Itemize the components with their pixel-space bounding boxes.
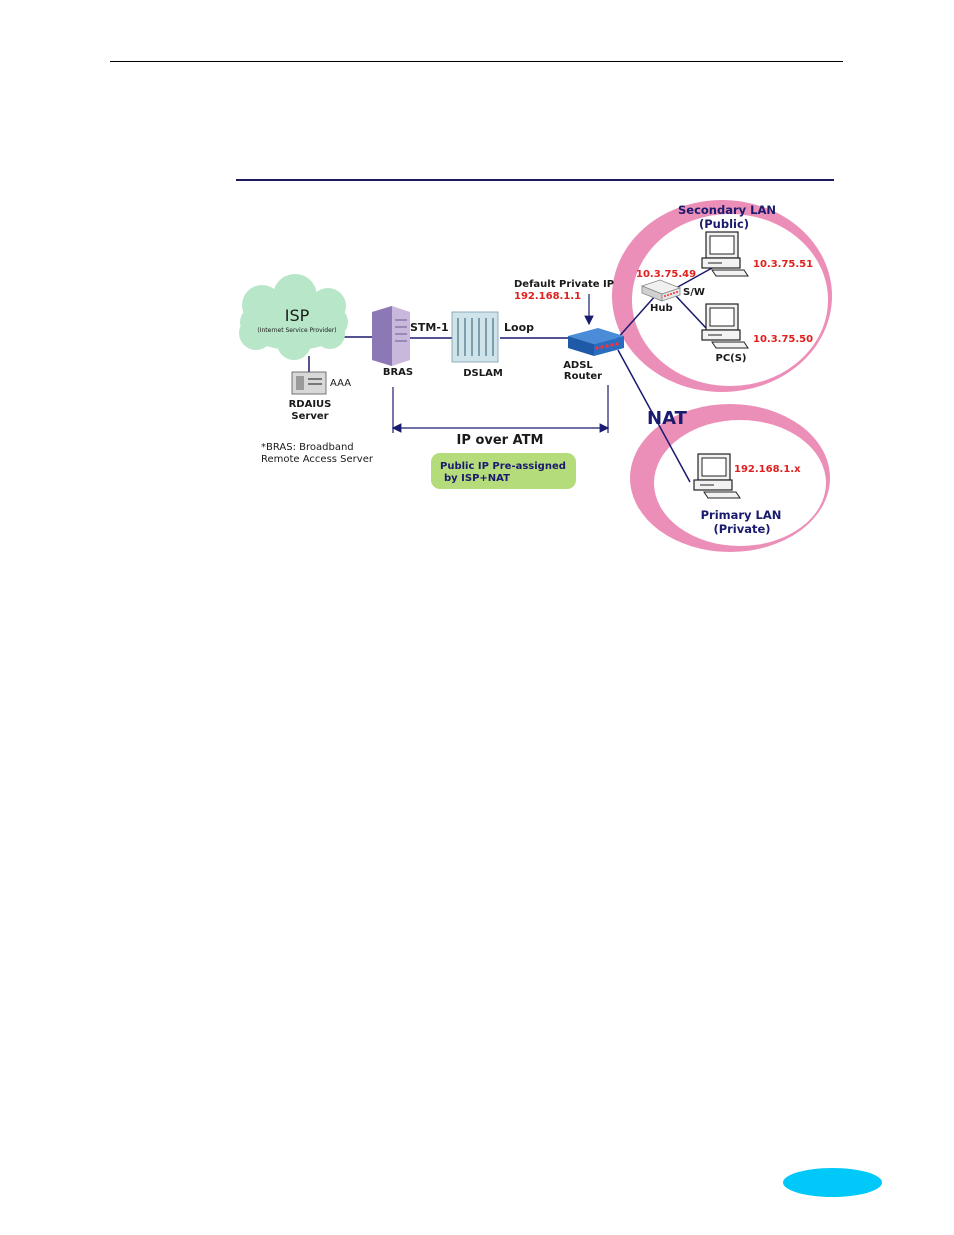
- stm1-label: STM-1: [410, 321, 449, 334]
- default-ip-value: 192.168.1.1: [514, 291, 581, 302]
- hub-ip: 10.3.75.49: [636, 269, 696, 280]
- bras-server-icon: [372, 306, 410, 366]
- computer-icon: [701, 303, 749, 349]
- secondary-lan-line2: (Public): [699, 217, 749, 231]
- connection-lines: [308, 267, 713, 483]
- default-ip-label: Default Private IP: [514, 279, 614, 290]
- router-label-line2: Router: [564, 371, 602, 382]
- radius-label-line1: RDAIUS: [289, 399, 332, 410]
- primary-lan-line2: (Private): [713, 522, 770, 536]
- router-icon: [568, 328, 624, 356]
- computer-icon: [693, 453, 741, 499]
- dslam-icon: [451, 311, 499, 363]
- public-ip-line1: Public IP Pre-assigned: [440, 461, 566, 472]
- primary-lan-line1: Primary LAN: [701, 508, 782, 522]
- secondary-lan-ring: [612, 200, 832, 392]
- footnote-line2: Remote Access Server: [261, 454, 374, 465]
- public-ip-box: [431, 453, 576, 489]
- ip-over-atm-label: IP over ATM: [457, 433, 544, 448]
- cloud-icon: [239, 274, 348, 360]
- loop-label: Loop: [504, 321, 534, 334]
- secondary-lan-line1: Secondary LAN: [678, 203, 776, 217]
- primary-pc-ip: 192.168.1.x: [734, 464, 801, 475]
- header-rule: [110, 61, 843, 62]
- computer-icon: [701, 231, 749, 277]
- pcs-label: PC(S): [715, 353, 746, 364]
- pc1-ip: 10.3.75.51: [753, 259, 813, 270]
- figure-title-rule: [236, 179, 834, 181]
- sw-label: S/W: [683, 287, 705, 298]
- radius-label-line2: Server: [291, 411, 328, 422]
- router-label-line1: ADSL: [563, 360, 593, 371]
- isp-sublabel: (Internet Service Provider): [257, 327, 336, 334]
- footnote-line1: *BRAS: Broadband: [261, 442, 354, 453]
- isp-label: ISP: [285, 306, 310, 325]
- dslam-label: DSLAM: [463, 368, 503, 379]
- public-ip-line2: by ISP+NAT: [444, 473, 510, 484]
- page-number-badge: [783, 1168, 882, 1197]
- bras-label: BRAS: [383, 367, 413, 378]
- pc2-ip: 10.3.75.50: [753, 334, 813, 345]
- hub-label: Hub: [650, 303, 673, 314]
- aaa-label: AAA: [330, 378, 351, 389]
- nat-label: NAT: [647, 408, 688, 429]
- server-icon: [291, 371, 327, 395]
- hub-icon: [640, 279, 682, 302]
